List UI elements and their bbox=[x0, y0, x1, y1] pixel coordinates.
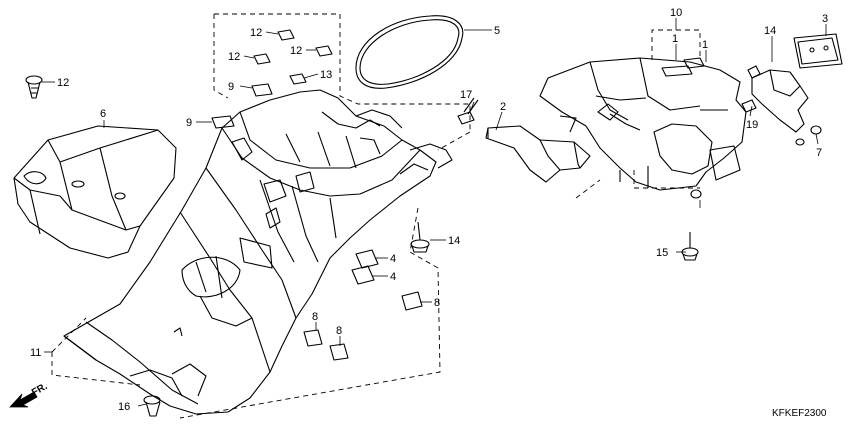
bracket-2-part bbox=[485, 125, 591, 183]
callout-5: 5 bbox=[494, 25, 500, 37]
callout-14a: 14 bbox=[448, 235, 460, 247]
callout-11: 11 bbox=[30, 347, 41, 359]
rear-fender-part bbox=[63, 89, 453, 415]
callout-15: 16 bbox=[118, 401, 130, 413]
callout-8a: 8 bbox=[434, 297, 440, 309]
callout-9a: 9 bbox=[228, 81, 234, 93]
callout-13: 14 bbox=[764, 25, 776, 37]
callout-7: 7 bbox=[816, 147, 822, 159]
callout-1a: 1 bbox=[672, 33, 678, 45]
clip-12-parts bbox=[253, 29, 333, 85]
callout-12a: 12 bbox=[250, 27, 262, 39]
callout-8b: 8 bbox=[312, 311, 318, 323]
callout-labels: 12 6 12 12 12 13 9 9 5 17 2 14 4 4 8 8 8… bbox=[30, 7, 828, 413]
callout-8c: 8 bbox=[336, 325, 342, 337]
callout-12d: 13 bbox=[320, 69, 332, 81]
leader-lines bbox=[42, 18, 827, 407]
assembly-outline bbox=[51, 13, 471, 419]
right-assembly-outline bbox=[575, 29, 701, 199]
callout-12b: 12 bbox=[228, 51, 240, 63]
nut-4-parts bbox=[351, 249, 379, 285]
callout-18: 19 bbox=[746, 119, 758, 131]
callout-12c: 12 bbox=[290, 45, 302, 57]
callout-10: 10 bbox=[670, 7, 682, 19]
callout-14b: 15 bbox=[656, 247, 668, 259]
callout-4a: 4 bbox=[390, 253, 396, 265]
callout-3: 3 bbox=[822, 13, 828, 25]
light-bracket-part bbox=[690, 65, 822, 199]
callout-9b: 9 bbox=[186, 117, 192, 129]
callout-6: 6 bbox=[100, 108, 106, 120]
front-marker-label: FR. bbox=[30, 381, 50, 399]
bolt-parts bbox=[143, 97, 699, 417]
rubber-band-part bbox=[355, 15, 464, 89]
storage-box-part bbox=[13, 125, 177, 259]
callout-2: 2 bbox=[500, 101, 506, 113]
plate-3-part bbox=[793, 33, 843, 69]
damper-8-parts bbox=[303, 291, 423, 361]
front-direction-arrow bbox=[9, 391, 38, 408]
license-housing-part bbox=[539, 57, 747, 191]
pad-9-parts bbox=[211, 83, 273, 129]
callout-16: 17 bbox=[460, 89, 472, 101]
screw-17-part bbox=[25, 75, 43, 99]
callout-1b: 1 bbox=[702, 39, 708, 51]
callout-4b: 4 bbox=[390, 271, 396, 283]
callout-17: 12 bbox=[57, 77, 69, 89]
diagram-code: KFKEF2300 bbox=[772, 408, 827, 419]
